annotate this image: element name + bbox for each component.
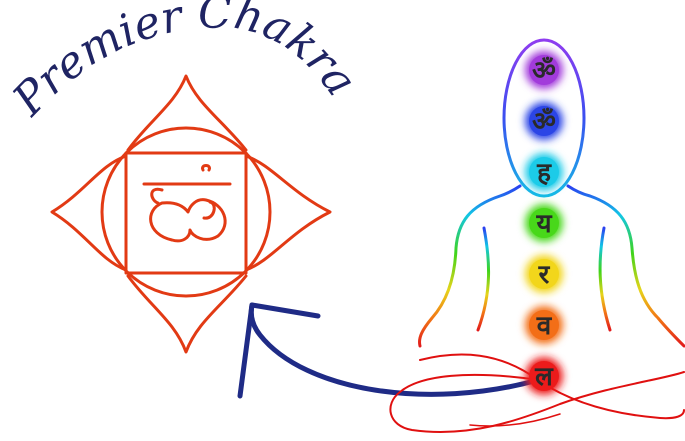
figure-right-side bbox=[568, 186, 684, 346]
chakra-glyph: व bbox=[536, 311, 553, 341]
figure-right-arm bbox=[600, 228, 610, 330]
chakra-glyph: ह bbox=[536, 158, 552, 188]
page-title: Premier Chakra bbox=[3, 0, 367, 126]
chakra-point-7: ल bbox=[525, 357, 563, 395]
chakra-glyph: य bbox=[535, 209, 552, 239]
chakra-glyph: ॐ bbox=[532, 107, 556, 137]
chakra-point-3: ह bbox=[525, 153, 563, 191]
chakra-glyph: ल bbox=[534, 362, 554, 392]
chakra-point-4: य bbox=[525, 204, 563, 242]
chakra-point-2: ॐ bbox=[525, 102, 563, 140]
chakra-point-5: र bbox=[525, 255, 563, 293]
figure-left-arm bbox=[478, 228, 489, 330]
chakra-glyph: र bbox=[538, 260, 551, 290]
chakra-point-6: व bbox=[525, 306, 563, 344]
figure-left-side bbox=[420, 186, 521, 346]
chakra-glyph: ॐ bbox=[532, 56, 556, 86]
lotus-petal-left bbox=[52, 156, 126, 270]
arrow-icon bbox=[240, 305, 538, 396]
lotus-square bbox=[126, 153, 246, 273]
chakra-point-1: ॐ bbox=[525, 51, 563, 89]
lam-bija-glyph bbox=[144, 166, 230, 241]
